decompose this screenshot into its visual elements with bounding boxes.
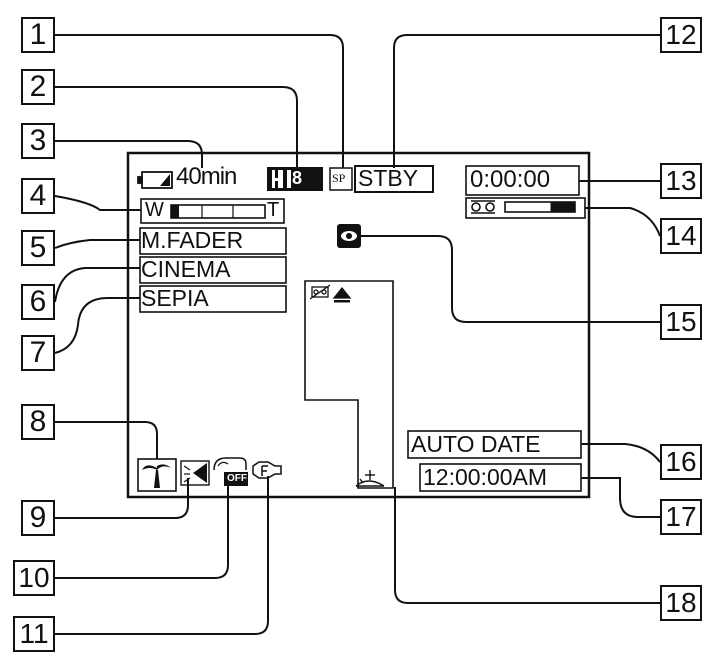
- sp-badge-text: SP: [332, 171, 346, 185]
- callout-9: 9: [21, 500, 55, 536]
- zoom-tele-label: T: [267, 199, 280, 221]
- backlight-icon: [180, 460, 210, 486]
- display-frame: [304, 280, 394, 489]
- drum-icon: [355, 470, 385, 487]
- eye-indicator-icon: [337, 224, 361, 248]
- zoom-wide-label: W: [145, 199, 164, 221]
- callout-8: 8: [21, 404, 55, 440]
- steadyshot-off-label: OFF: [227, 473, 247, 484]
- callout-16: 16: [660, 444, 702, 480]
- cassette-eject-icon: [309, 284, 352, 303]
- zoom-box: [140, 198, 285, 224]
- callout-18: 18: [660, 585, 702, 621]
- focus-icon: [252, 461, 282, 479]
- hi8-icon: [267, 167, 323, 191]
- callout-1: 1: [21, 17, 55, 53]
- leader-17: [581, 477, 660, 518]
- record-status: STBY: [358, 165, 419, 191]
- callout-17: 17: [660, 499, 702, 535]
- tape-remaining-box: [465, 197, 586, 219]
- leader-3: [55, 140, 203, 168]
- callout-13: 13: [660, 163, 702, 199]
- leader-18: [394, 487, 660, 604]
- leader-1: [55, 34, 344, 168]
- leader-15: [360, 235, 660, 323]
- leader-7: [54, 297, 140, 354]
- leader-5: [54, 239, 140, 249]
- leader-14: [585, 207, 661, 237]
- callout-3: 3: [21, 123, 55, 159]
- tape-remaining-fill: [550, 202, 575, 212]
- hi8-badge-text: 8: [292, 168, 303, 188]
- clock-box: [419, 463, 582, 492]
- callout-5: 5: [21, 230, 55, 266]
- leader-4: [54, 195, 141, 211]
- leader-8: [55, 421, 158, 459]
- wide-mode: CINEMA: [141, 256, 231, 282]
- auto-date-box: [407, 430, 582, 459]
- callout-4: 4: [21, 178, 55, 214]
- callout-12: 12: [660, 17, 702, 53]
- callout-11: 11: [13, 616, 55, 652]
- time-code: 0:00:00: [470, 166, 551, 193]
- battery-icon: [137, 171, 173, 189]
- timecode-box: [465, 165, 580, 196]
- leader-6: [54, 267, 140, 303]
- cinema-box: [139, 256, 287, 284]
- steadyshot-off-icon: [213, 457, 248, 486]
- callout-7: 7: [21, 335, 55, 371]
- beach-mode-icon: [137, 458, 177, 492]
- leader-11: [55, 476, 269, 635]
- leader-12: [393, 34, 660, 168]
- battery-time: 40min: [176, 163, 237, 190]
- fader-effect: M.FADER: [141, 227, 244, 253]
- zoom-bar-icon: [170, 204, 266, 219]
- sp-icon: [329, 167, 353, 191]
- callout-2: 2: [21, 69, 55, 105]
- screen-frame: [126, 151, 591, 499]
- auto-date: AUTO DATE: [411, 431, 541, 457]
- callout-10: 10: [13, 560, 55, 596]
- leader-10: [55, 478, 229, 579]
- callout-15: 15: [660, 304, 702, 340]
- fader-box: [139, 227, 287, 255]
- status-box: [354, 165, 434, 193]
- clock-time: 12:00:00AM: [423, 464, 548, 490]
- tape-remaining-icon: [471, 200, 576, 214]
- picture-effect: SEPIA: [141, 285, 209, 311]
- callout-6: 6: [21, 284, 55, 320]
- callout-14: 14: [660, 218, 702, 254]
- sepia-box: [139, 285, 287, 313]
- leader-2: [55, 86, 298, 168]
- leader-16: [581, 443, 661, 463]
- leader-9: [55, 478, 189, 519]
